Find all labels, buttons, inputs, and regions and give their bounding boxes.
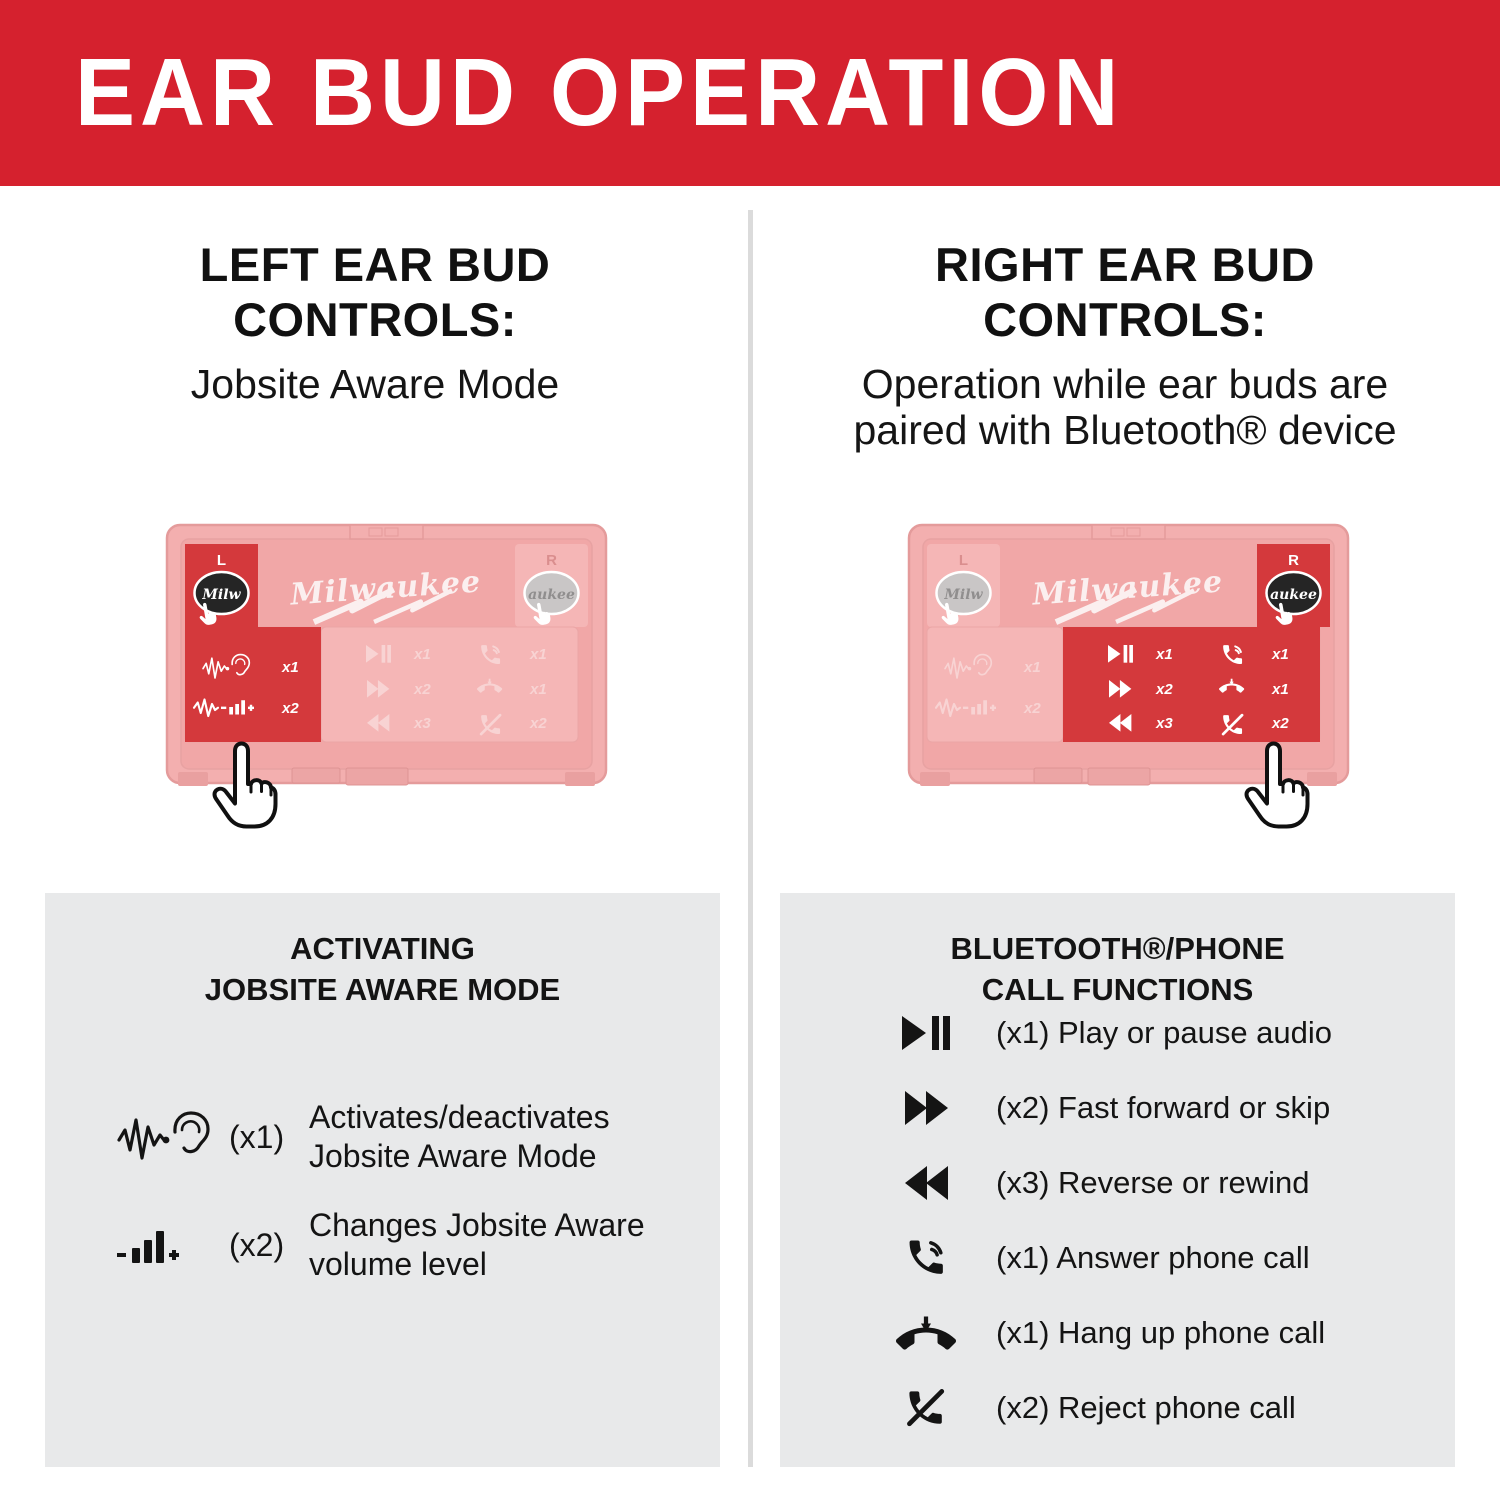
bluetooth-phone-panel: BLUETOOTH®/PHONE CALL FUNCTIONS (x1) Pla… xyxy=(780,893,1455,1467)
panel-row: (x2) Fast forward or skip xyxy=(780,1070,1455,1145)
panel-row: (x1) Answer phone call xyxy=(780,1220,1455,1295)
right-subheading-line1: Operation while ear buds are xyxy=(861,360,1389,407)
svg-text:x3: x3 xyxy=(1155,715,1173,732)
svg-text:x2: x2 xyxy=(413,681,431,698)
reject-call-icon xyxy=(1221,713,1244,736)
jobsite-aware-toggle-icon xyxy=(202,653,251,679)
fast-forward-icon xyxy=(888,1090,964,1125)
svg-text:x3: x3 xyxy=(413,715,431,732)
jobsite-aware-panel: ACTIVATING JOBSITE AWARE MODE (x1) Activ… xyxy=(45,893,720,1467)
hang-up-icon xyxy=(1219,678,1245,693)
jobsite-aware-volume-icon xyxy=(192,698,254,718)
hang-up-icon xyxy=(477,678,503,693)
case-hinge xyxy=(349,524,424,540)
hang-up-icon xyxy=(888,1315,964,1351)
left-ear-bud xyxy=(193,570,250,616)
case-hinge xyxy=(1091,524,1166,540)
svg-text:Milw: Milw xyxy=(943,587,983,603)
svg-text:x1: x1 xyxy=(529,646,547,663)
left-bud-label: L xyxy=(217,552,226,569)
left-ear-bud xyxy=(935,570,992,616)
pointing-hand-icon xyxy=(1244,741,1310,829)
panel-row: (x1) Play or pause audio xyxy=(780,995,1455,1070)
press-count: (x2) xyxy=(229,1226,285,1263)
answer-call-icon xyxy=(888,1235,964,1280)
panel-row: (x2) Reject phone call xyxy=(780,1370,1455,1445)
tap-hand-icon xyxy=(199,602,217,625)
left-panel-title-line2: JOBSITE AWARE MODE xyxy=(204,971,561,1007)
right-bud-label: R xyxy=(546,552,557,569)
row-text-line1: Changes Jobsite Aware xyxy=(309,1206,645,1243)
svg-text:aukee: aukee xyxy=(528,587,575,603)
left-heading-line1: LEFT EAR BUD xyxy=(199,238,551,291)
right-panel-title-line2: CALL FUNCTIONS xyxy=(981,971,1254,1007)
left-column-heading: LEFT EAR BUD CONTROLS: Jobsite Aware Mod… xyxy=(0,238,750,408)
pointing-hand-icon xyxy=(212,741,278,829)
svg-text:x1: x1 xyxy=(1271,681,1289,698)
reject-call-icon xyxy=(888,1386,964,1430)
jobsite-aware-volume-icon xyxy=(934,698,996,718)
row-text-line1: Activates/deactivates xyxy=(309,1098,610,1135)
svg-text:x2: x2 xyxy=(1155,681,1173,698)
row-label: (x1) Hang up phone call xyxy=(996,1314,1326,1350)
volume-level-icon xyxy=(117,1227,229,1263)
play-pause-icon xyxy=(366,645,391,663)
play-pause-icon xyxy=(888,1015,964,1050)
right-subheading-line2: paired with Bluetooth® device xyxy=(853,406,1397,453)
page-title: EAR BUD OPERATION xyxy=(75,39,1124,146)
row-label: (x1) Answer phone call xyxy=(996,1239,1310,1275)
press-count: (x1) xyxy=(229,1118,285,1155)
fast-forward-icon xyxy=(1109,680,1132,698)
row-label: (x2) Reject phone call xyxy=(996,1389,1296,1425)
answer-call-icon xyxy=(1223,645,1243,665)
row-label: (x2) Fast forward or skip xyxy=(996,1089,1331,1125)
right-heading-line2: CONTROLS: xyxy=(983,292,1267,346)
right-heading-line1: RIGHT EAR BUD xyxy=(935,238,1315,291)
left-heading-line2: CONTROLS: xyxy=(233,292,517,346)
rewind-icon xyxy=(367,714,390,732)
row-label: (x1) Play or pause audio xyxy=(996,1014,1333,1050)
right-column-heading: RIGHT EAR BUD CONTROLS: Operation while … xyxy=(750,238,1500,454)
answer-call-icon xyxy=(481,645,501,665)
left-subheading: Jobsite Aware Mode xyxy=(190,360,560,407)
svg-text:x1: x1 xyxy=(1023,659,1041,676)
header-banner: EAR BUD OPERATION xyxy=(0,0,1500,186)
fast-forward-icon xyxy=(367,680,390,698)
jobsite-aware-toggle-icon xyxy=(944,653,993,679)
svg-text:x1: x1 xyxy=(413,646,431,663)
play-pause-icon xyxy=(1108,645,1133,663)
row-label: (x3) Reverse or rewind xyxy=(996,1164,1310,1200)
right-bud-label: R xyxy=(1288,552,1299,569)
rewind-icon xyxy=(888,1165,964,1200)
svg-text:Milw: Milw xyxy=(201,587,241,603)
tap-hand-icon xyxy=(1275,602,1293,625)
column-divider xyxy=(748,210,753,1467)
svg-text:x2: x2 xyxy=(1271,715,1289,732)
svg-text:x2: x2 xyxy=(529,715,547,732)
panel-row: (x3) Reverse or rewind xyxy=(780,1145,1455,1220)
panel-row: (x1) Hang up phone call xyxy=(780,1295,1455,1370)
tap-hand-icon xyxy=(533,602,551,625)
rewind-icon xyxy=(1109,714,1132,732)
reject-call-icon xyxy=(479,713,502,736)
svg-text:x1: x1 xyxy=(1155,646,1173,663)
row-text-line2: volume level xyxy=(309,1246,487,1282)
right-panel-title-line1: BLUETOOTH®/PHONE xyxy=(950,931,1285,966)
svg-text:x2: x2 xyxy=(281,700,299,717)
svg-text:x1: x1 xyxy=(281,659,299,676)
panel-row: (x2) Changes Jobsite Aware volume level xyxy=(45,1199,720,1291)
tap-hand-icon xyxy=(941,602,959,625)
row-text-line2: Jobsite Aware Mode xyxy=(309,1138,597,1174)
svg-text:x1: x1 xyxy=(1271,646,1289,663)
svg-text:aukee: aukee xyxy=(1270,587,1317,603)
jobsite-aware-icon xyxy=(117,1110,229,1165)
panel-row: (x1) Activates/deactivates Jobsite Aware… xyxy=(45,1091,720,1183)
left-panel-title-line1: ACTIVATING xyxy=(290,931,475,966)
svg-text:x1: x1 xyxy=(529,681,547,698)
svg-text:x2: x2 xyxy=(1023,700,1041,717)
left-bud-label: L xyxy=(959,552,968,569)
